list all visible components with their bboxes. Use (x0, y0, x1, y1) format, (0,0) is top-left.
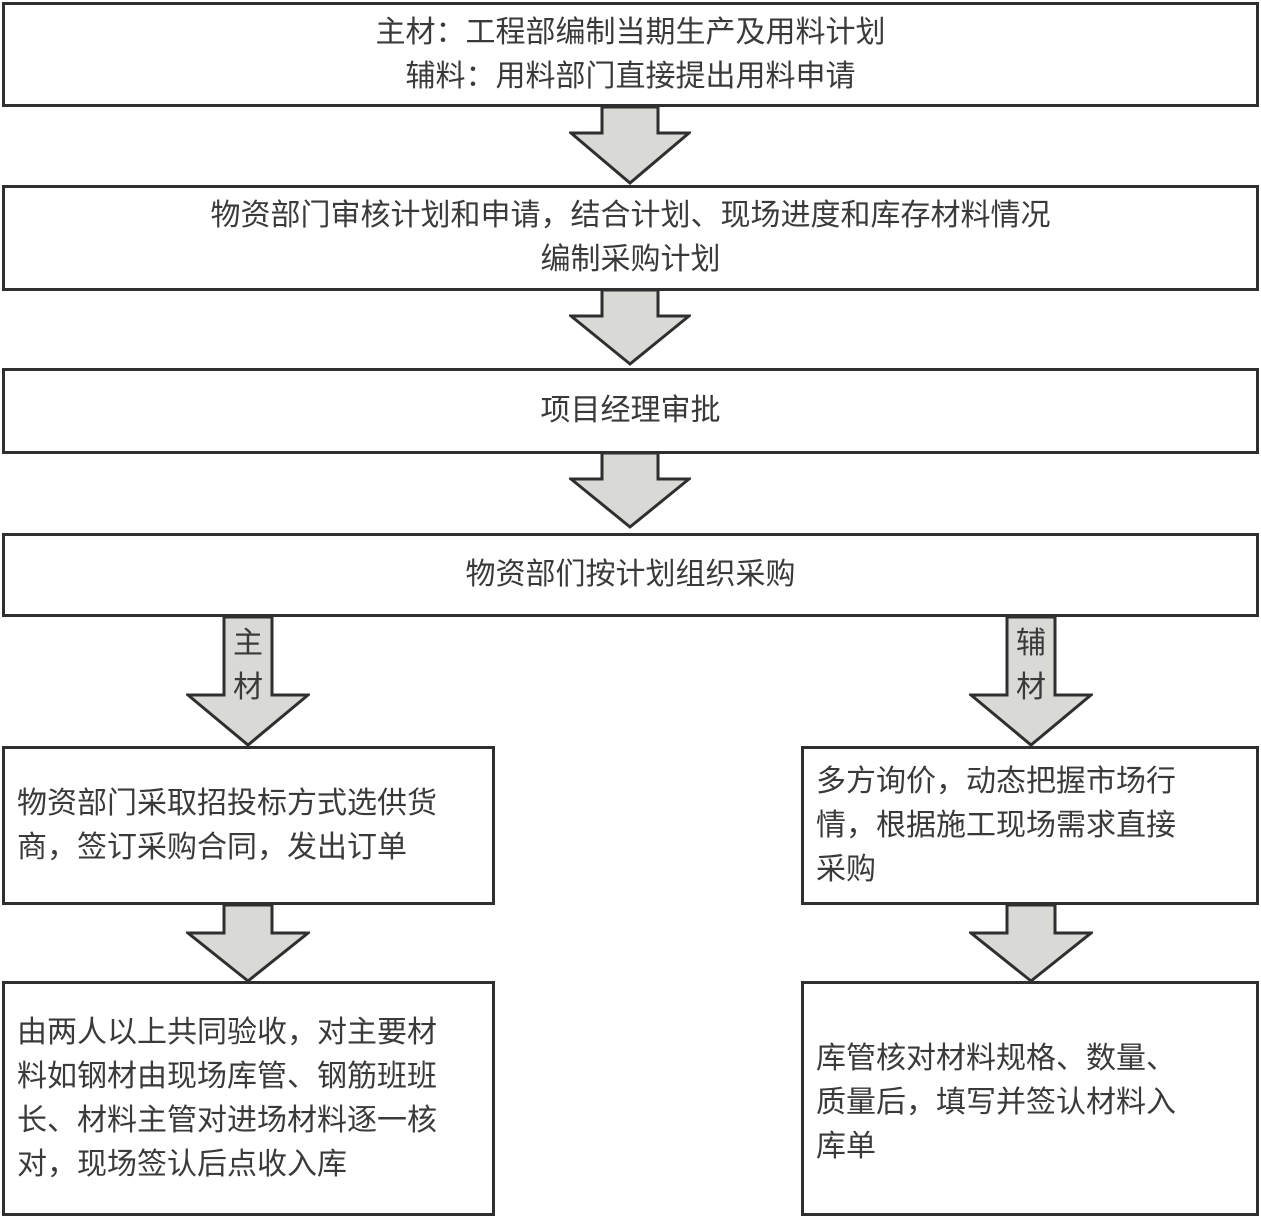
aux-inquiry-box: 多方询价，动态把握市场行 情，根据施工现场需求直接 采购 (801, 746, 1259, 905)
step-plan-aux-line: 辅料：用料部门直接提出用料申请 (405, 58, 856, 94)
main-inspection-line4: 对，现场签认后点收入库 (17, 1146, 347, 1182)
main-bidding-line2: 商，签订采购合同，发出订单 (17, 829, 407, 865)
aux-inquiry-line2: 情，根据施工现场需求直接 (816, 807, 1176, 843)
main-inspection-line1: 由两人以上共同验收，对主要材 (17, 1014, 437, 1050)
aux-warehouse-line2: 质量后，填写并签认材料入 (816, 1084, 1176, 1120)
step-review-box: 物资部门审核计划和申请，结合计划、现场进度和库存材料情况 编制采购计划 (2, 185, 1259, 291)
step-procurement-box: 物资部们按计划组织采购 (2, 533, 1259, 617)
main-inspection-line2: 料如钢材由现场库管、钢筋班班 (17, 1058, 437, 1094)
main-bidding-line1: 物资部门采取招投标方式选供货 (17, 785, 437, 821)
step-procurement-line: 物资部们按计划组织采购 (465, 557, 796, 592)
aux-warehouse-box: 库管核对材料规格、数量、 质量后，填写并签认材料入 库单 (801, 981, 1259, 1216)
aux-warehouse-line1: 库管核对材料规格、数量、 (816, 1040, 1176, 1076)
aux-material-label: 辅 材 (1016, 626, 1046, 705)
down-arrow-icon (569, 451, 691, 529)
main-inspection-box: 由两人以上共同验收，对主要材 料如钢材由现场库管、钢筋班班 长、材料主管对进场材… (2, 981, 495, 1216)
down-arrow-icon (969, 903, 1093, 983)
main-bidding-box: 物资部门采取招投标方式选供货 商，签订采购合同，发出订单 (2, 746, 495, 905)
down-arrow-icon (569, 105, 691, 185)
aux-warehouse-line3: 库单 (816, 1128, 876, 1164)
aux-inquiry-line3: 采购 (816, 851, 876, 887)
step-plan-box: 主材：工程部编制当期生产及用料计划 辅料：用料部门直接提出用料申请 (2, 2, 1259, 107)
step-review-line2: 编制采购计划 (540, 242, 721, 277)
main-inspection-line3: 长、材料主管对进场材料逐一核 (17, 1102, 437, 1138)
step-review-line1: 物资部门审核计划和申请，结合计划、现场进度和库存材料情况 (210, 198, 1051, 233)
main-material-label: 主 材 (233, 626, 263, 705)
aux-material-arrow-icon (969, 615, 1093, 747)
aux-inquiry-line1: 多方询价，动态把握市场行 (816, 763, 1176, 799)
step-approval-line: 项目经理审批 (540, 393, 721, 428)
down-arrow-icon (186, 903, 310, 983)
step-plan-main-line: 主材：工程部编制当期生产及用料计划 (375, 14, 886, 50)
main-material-arrow-icon (186, 615, 310, 747)
down-arrow-icon (569, 288, 691, 366)
step-approval-box: 项目经理审批 (2, 368, 1259, 454)
